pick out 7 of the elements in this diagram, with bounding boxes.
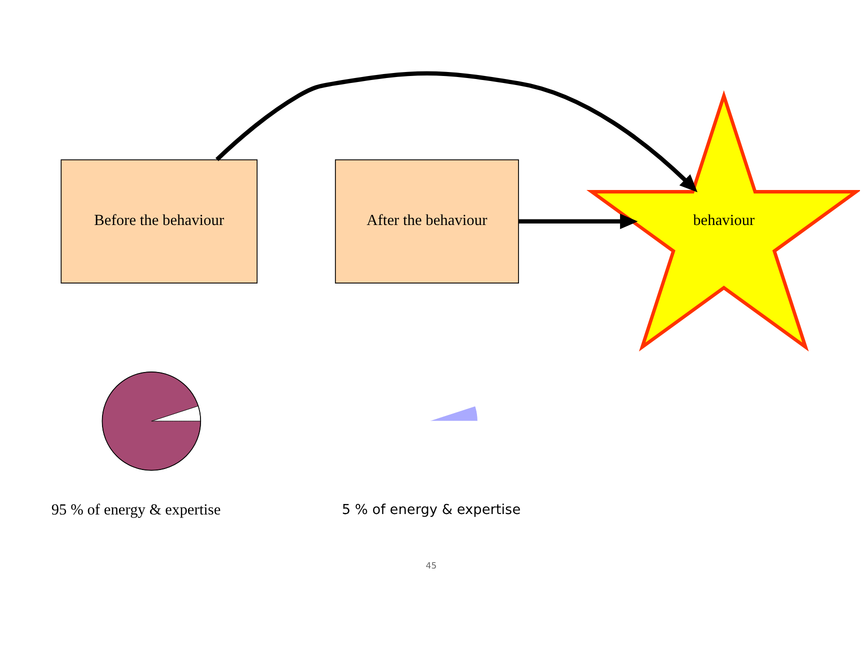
node-label: 95 % of energy & expertise bbox=[51, 500, 221, 518]
arrow bbox=[216, 70, 698, 192]
node-label: 5 % of energy & expertise bbox=[342, 501, 521, 518]
node-box: Before the behaviour bbox=[60, 158, 258, 283]
node-box: After the behaviour bbox=[334, 158, 519, 283]
label: 45 bbox=[426, 560, 437, 571]
arrow bbox=[518, 213, 638, 229]
